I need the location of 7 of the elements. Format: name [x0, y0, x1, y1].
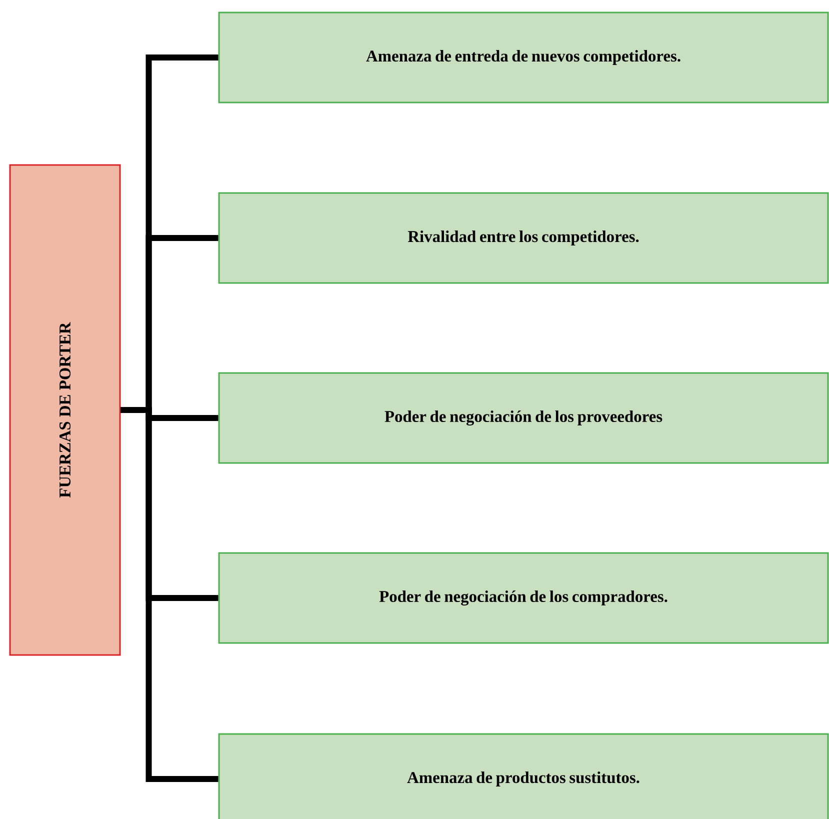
force-box: Amenaza de entreda de nuevos competidores.	[218, 12, 829, 104]
force-box: Rivalidad entre los competidores.	[218, 192, 829, 284]
force-box: Poder de negociación de los compradores.	[218, 552, 829, 644]
title-box: FUERZAS DE PORTER	[9, 164, 121, 656]
force-box: Poder de negociación de los proveedores	[218, 372, 829, 464]
force-box: Amenaza de productos sustitutos.	[218, 733, 829, 819]
connector-line	[120, 407, 218, 782]
